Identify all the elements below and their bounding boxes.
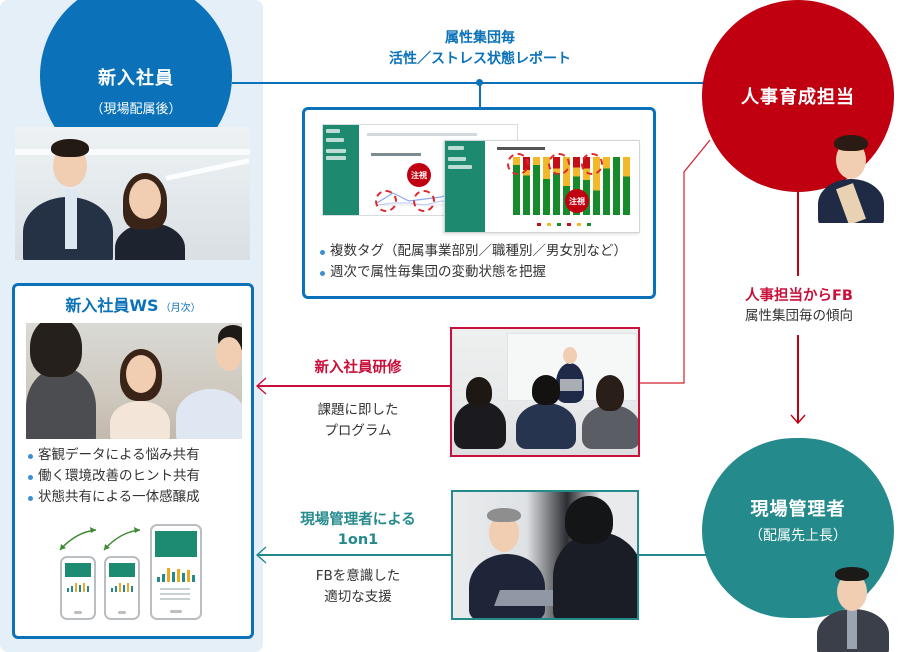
workshop-title-text: 新入社員WS [65,296,159,315]
connector-drop [479,83,481,107]
dashed-highlight-circle [548,153,570,175]
hr-feedback-title: 人事担当からFB [745,288,853,304]
phone-icon [60,556,96,620]
share-arrows-icon [59,527,141,551]
node-new-employee-title: 新入社員 [98,68,174,89]
workshop-bullet: 働く環境改善のヒント共有 [26,466,252,487]
training-subtitle-line2: プログラム [324,423,392,439]
arrow-left-icon [255,377,267,395]
screenshot-sidebar [445,141,485,232]
one-on-one-description: FBを意識した 適切な支援 [270,566,446,608]
one-on-one-arrow-line [257,554,451,556]
training-description: 課題に即した プログラム [270,400,446,442]
dashed-highlight-circle [413,190,435,212]
stacked-bar-chart [511,157,635,215]
one-on-one-title-line2: 1on1 [337,532,379,548]
workshop-title-note: （月次） [160,303,201,314]
hr-person-photo [812,135,892,223]
training-title: 新入社員研修 [314,360,402,376]
training-label: 新入社員研修 [270,358,446,378]
arrow-left-icon [255,546,267,564]
workshop-photo [26,323,242,439]
node-manager-subtitle: （配属先上長） [749,528,847,544]
report-screenshot-bar-chart: 注視 [444,140,640,233]
new-employees-photo [15,127,250,260]
manager-to-photo-line [639,554,709,556]
workshop-title: 新入社員WS（月次） [12,292,254,316]
report-title-line1: 属性集団毎 [445,30,515,46]
one-on-one-subtitle-line2: 適切な支援 [324,589,392,605]
training-photo [450,327,640,457]
report-bullet: 複数タグ（配属事業部別／職種別／男女別など） [318,241,650,262]
workshop-bullet: 客観データによる悩み共有 [26,445,252,466]
node-hr-title: 人事育成担当 [741,87,855,108]
manager-person-photo [813,565,893,652]
hr-to-manager-connector-upper [797,192,799,276]
node-manager-title: 現場管理者 [750,499,846,520]
hr-to-manager-connector-lower [797,335,799,423]
watch-badge: 注視 [565,189,589,213]
workshop-bullet-list: 客観データによる悩み共有 働く環境改善のヒント共有 状態共有による一体感醸成 [26,445,252,508]
phone-icon [150,524,202,620]
connector-dot [476,79,483,86]
report-bullet-list: 複数タグ（配属事業部別／職種別／男女別など） 週次で属性毎集団の変動状態を把握 [318,241,650,283]
report-title-line2: 活性／ストレス状態レポート [389,51,571,67]
hr-to-training-connector [640,139,711,384]
one-on-one-title-line1: 現場管理者による [300,512,416,528]
screenshot-sidebar [323,125,359,215]
one-on-one-photo [451,490,639,620]
dashed-highlight-circle [375,190,397,212]
workshop-bullet: 状態共有による一体感醸成 [26,487,252,508]
node-new-employee-subtitle: （現場配属後） [90,102,182,117]
connector-top [232,82,712,84]
report-title: 属性集団毎 活性／ストレス状態レポート [300,28,660,70]
report-bullet: 週次で属性毎集団の変動状態を把握 [318,262,650,283]
training-subtitle-line1: 課題に即した [317,402,399,418]
dashed-highlight-circle [581,153,603,175]
one-on-one-label: 現場管理者による 1on1 [270,510,446,550]
watch-badge: 注視 [407,163,431,187]
one-on-one-subtitle-line1: FBを意識した [315,568,401,584]
phones-illustration [56,520,216,625]
arrow-down-icon [790,414,806,425]
phone-icon [104,556,140,620]
training-arrow-line [257,385,451,387]
hr-feedback-label: 人事担当からFB 属性集団毎の傾向 [710,286,888,327]
dashed-highlight-circle [507,153,529,175]
hr-feedback-subtitle: 属性集団毎の傾向 [745,308,853,324]
